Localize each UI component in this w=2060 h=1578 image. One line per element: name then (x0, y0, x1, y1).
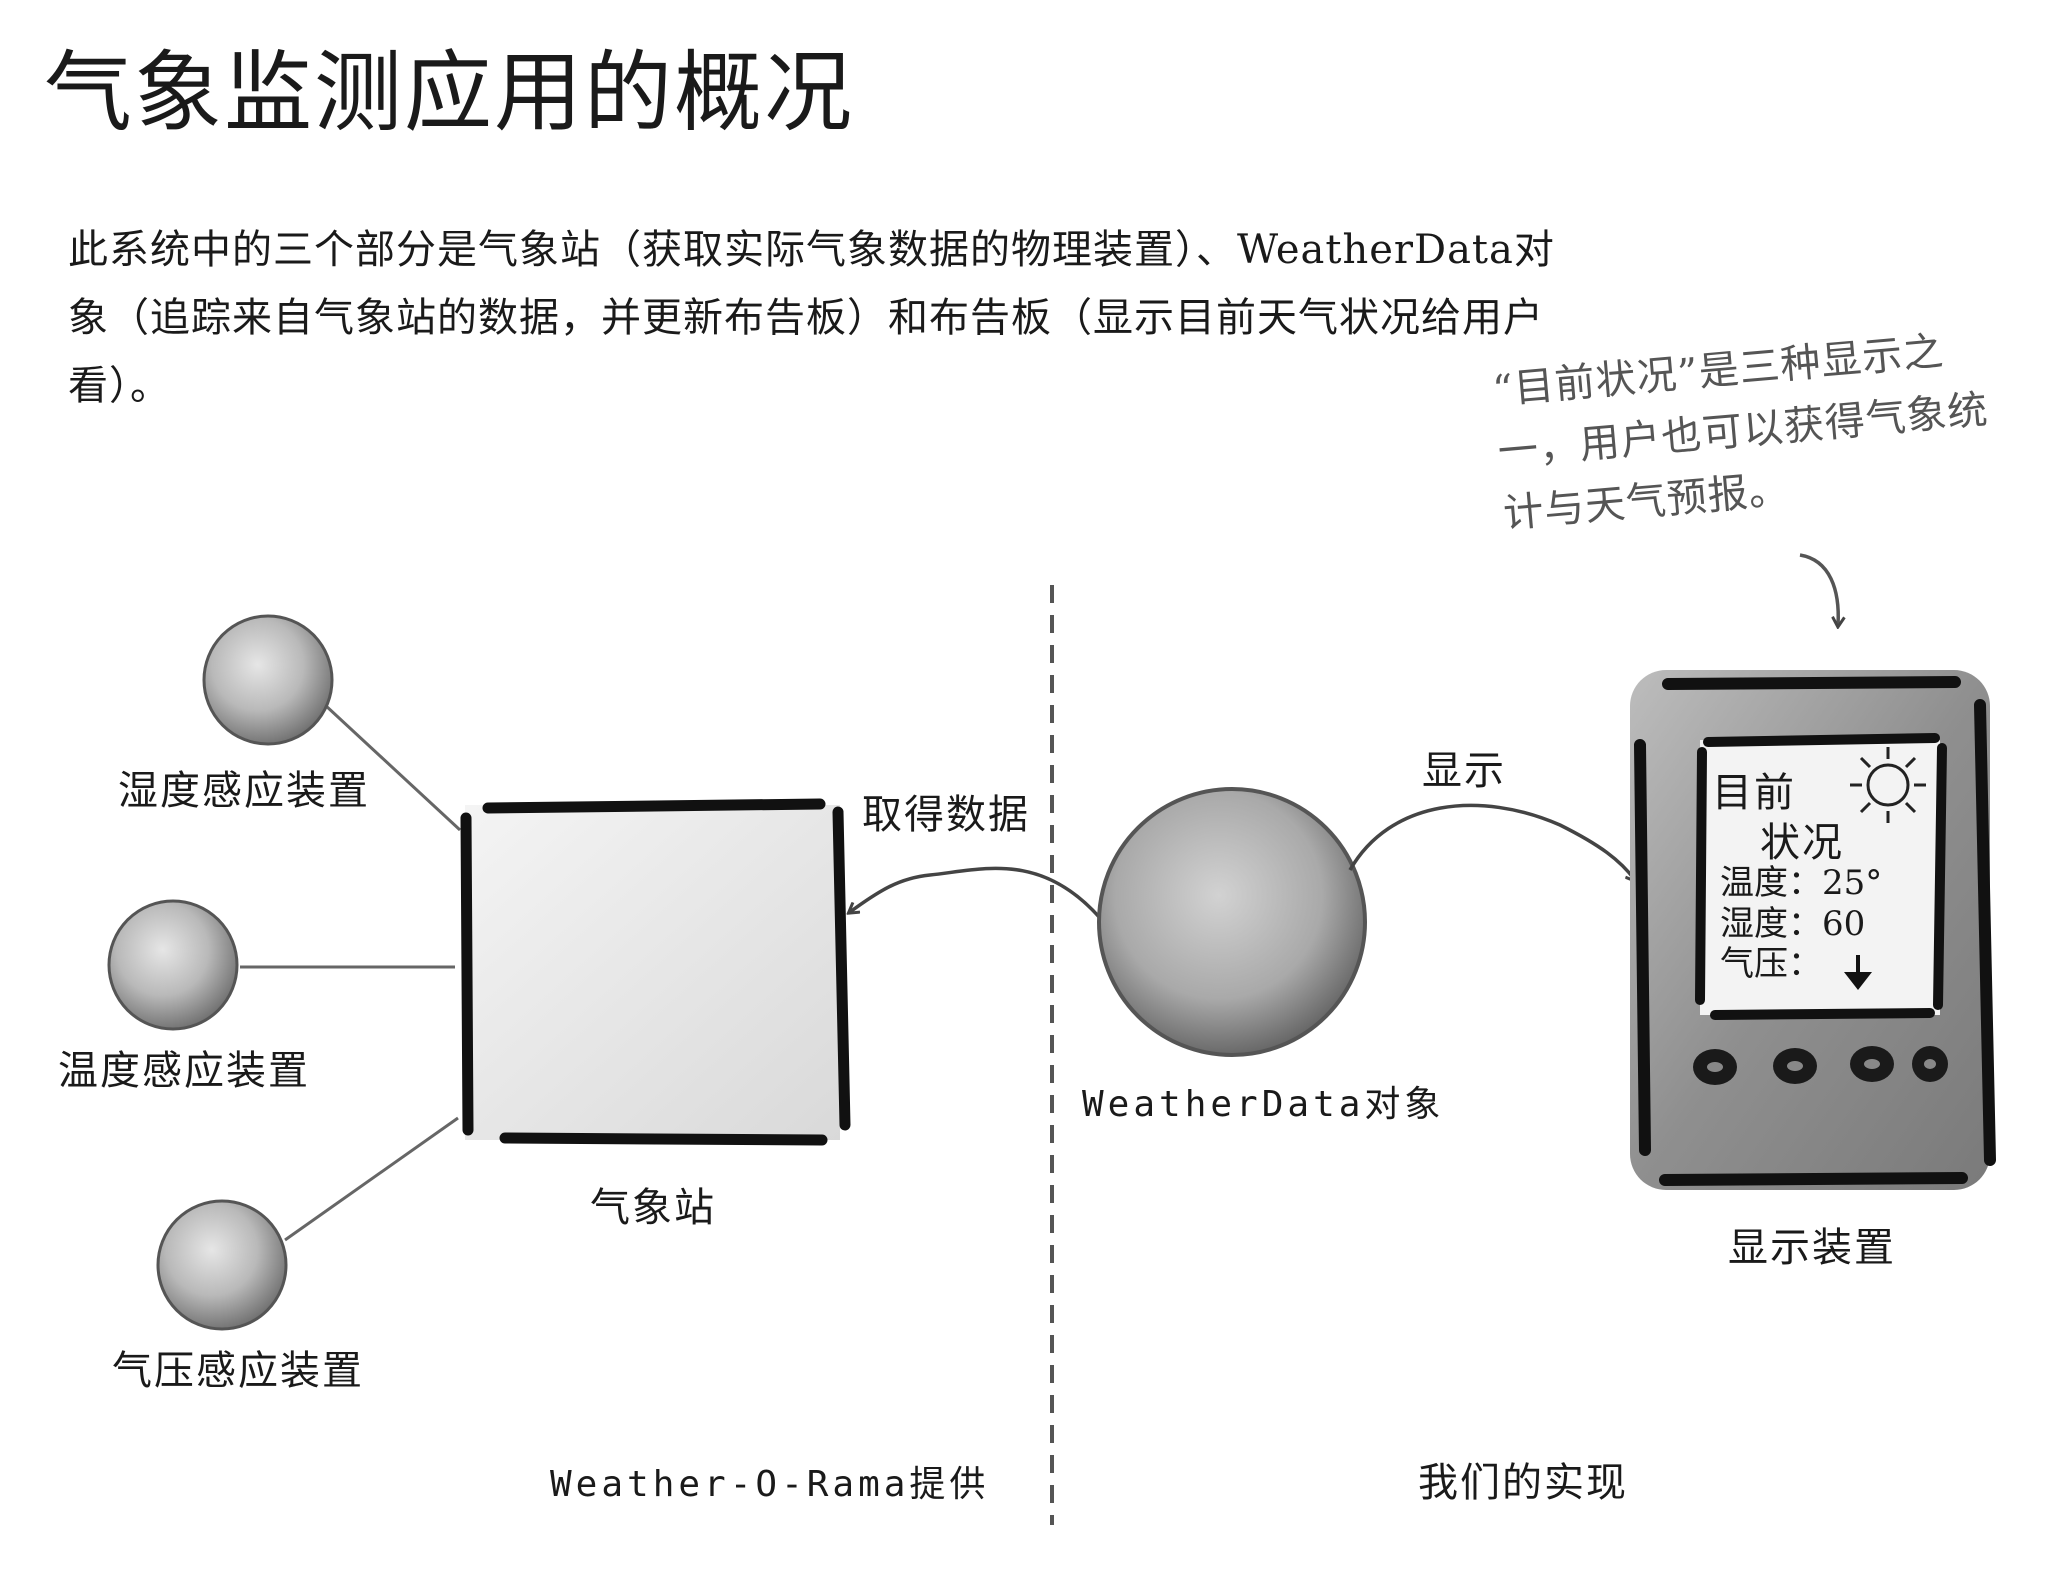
humidity-sensor-label: 湿度感应装置 (118, 768, 370, 814)
display-device-outline (1634, 676, 1996, 1186)
device-button-4-highlight (1924, 1059, 1936, 1069)
pressure-connector (284, 1116, 459, 1242)
weather-station-box (465, 805, 840, 1140)
screen-heading-2: 状况 (1760, 820, 1844, 866)
pressure-sensor-ball (156, 1199, 288, 1331)
display-device-label: 显示装置 (1728, 1225, 1896, 1271)
footer-right-label: 我们的实现 (1418, 1460, 1628, 1506)
temperature-sensor-label: 温度感应装置 (58, 1048, 310, 1094)
device-button-1-highlight (1707, 1062, 1723, 1072)
sun-icon (1850, 747, 1926, 823)
humidity-sensor-ball (202, 614, 334, 746)
screen-heading-1: 目前 (1712, 770, 1796, 816)
weatherdata-ball (1097, 787, 1367, 1057)
pressure-sensor-label: 气压感应装置 (112, 1348, 364, 1394)
humidity-connector (323, 703, 462, 832)
display-arrow (1348, 803, 1635, 880)
screen-pressure: 气压： (1720, 944, 1822, 984)
note-arrow (1799, 553, 1838, 625)
weather-station-border (460, 798, 851, 1146)
weatherdata-label: WeatherData对象 (1082, 1084, 1445, 1125)
device-button-3-highlight (1864, 1059, 1880, 1069)
intro-paragraph: 此系统中的三个部分是气象站（获取实际气象数据的物理装置）、WeatherData… (68, 227, 1555, 409)
get-data-arrow (850, 866, 1102, 920)
device-button-2-highlight (1787, 1061, 1803, 1071)
footer-left-label: Weather-O-Rama提供 (550, 1464, 990, 1505)
display-screen (1700, 740, 1940, 1015)
weather-station-label: 气象站 (590, 1185, 716, 1231)
display-screen-frame (1695, 733, 1947, 1020)
pressure-down-arrow-icon (1844, 955, 1872, 990)
display-arrow-label: 显示 (1422, 748, 1506, 794)
page-title: 气象监测应用的概况 (44, 41, 855, 144)
screen-humidity: 湿度：60 (1720, 904, 1866, 944)
temperature-sensor-ball (107, 899, 239, 1031)
get-data-label: 取得数据 (862, 792, 1030, 838)
screen-temperature: 温度：25° (1720, 863, 1883, 903)
